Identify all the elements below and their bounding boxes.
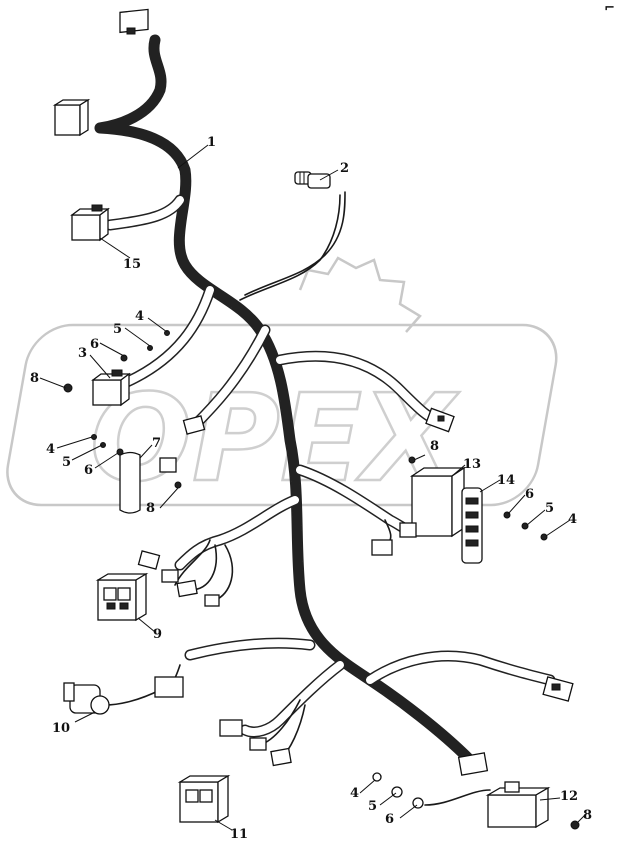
callout-6d: 6: [385, 812, 394, 827]
callout-9: 9: [153, 627, 162, 642]
bracket-14: [461, 487, 483, 564]
connector-far-right: [542, 676, 574, 702]
switch-11: [177, 774, 231, 824]
hardware-fasteners: [63, 330, 580, 830]
callout-10: 10: [52, 721, 70, 736]
top-connector: [119, 8, 149, 35]
callout-8a: 8: [30, 371, 39, 386]
callout-4d: 4: [350, 786, 359, 801]
connector-bottom-right: [457, 752, 489, 776]
callout-5d: 5: [368, 799, 377, 814]
callout-6a: 6: [90, 337, 99, 352]
callout-15: 15: [123, 257, 141, 272]
callout-labels: 1 2 3 4 5 6 8 4 5 6 7 8 8 13 14 6 5 4 9 …: [30, 135, 592, 842]
branch-connectors-left: [137, 550, 220, 607]
callout-7: 7: [152, 436, 161, 451]
bracket-7: [119, 451, 182, 514]
sensor-2: [294, 171, 331, 189]
corner-mark: ⌐: [604, 1, 615, 16]
callout-14: 14: [497, 473, 515, 488]
callout-11: 11: [230, 827, 248, 842]
callout-4a: 4: [135, 309, 144, 324]
callout-4c: 4: [568, 512, 577, 527]
switch-9: [95, 572, 149, 622]
leader-lines: [39, 144, 586, 831]
callout-12: 12: [560, 789, 578, 804]
callout-8b: 8: [146, 501, 155, 516]
module-13: [409, 466, 467, 538]
relay-3: [91, 369, 131, 407]
callout-8d: 8: [583, 808, 592, 823]
connector-mid-left: [182, 415, 206, 435]
relay-15: [70, 204, 110, 242]
callout-5c: 5: [545, 501, 554, 516]
callout-1: 1: [207, 135, 216, 150]
callout-5b: 5: [62, 455, 71, 470]
left-box-connector: [52, 98, 91, 137]
connectors-13: [371, 522, 417, 556]
callout-3: 3: [78, 346, 87, 361]
callout-13: 13: [463, 457, 481, 472]
connector-mid-right: [425, 407, 455, 433]
buzzer-12: [485, 781, 551, 829]
callout-5a: 5: [113, 322, 122, 337]
main-harness: [94, 34, 556, 766]
ignition-switch-10: [63, 676, 184, 715]
callout-4b: 4: [46, 442, 55, 457]
callout-2: 2: [340, 161, 349, 176]
callout-6c: 6: [525, 487, 534, 502]
callout-6b: 6: [84, 463, 93, 478]
callout-8c: 8: [430, 439, 439, 454]
branch-connectors-bottom: [219, 719, 292, 767]
